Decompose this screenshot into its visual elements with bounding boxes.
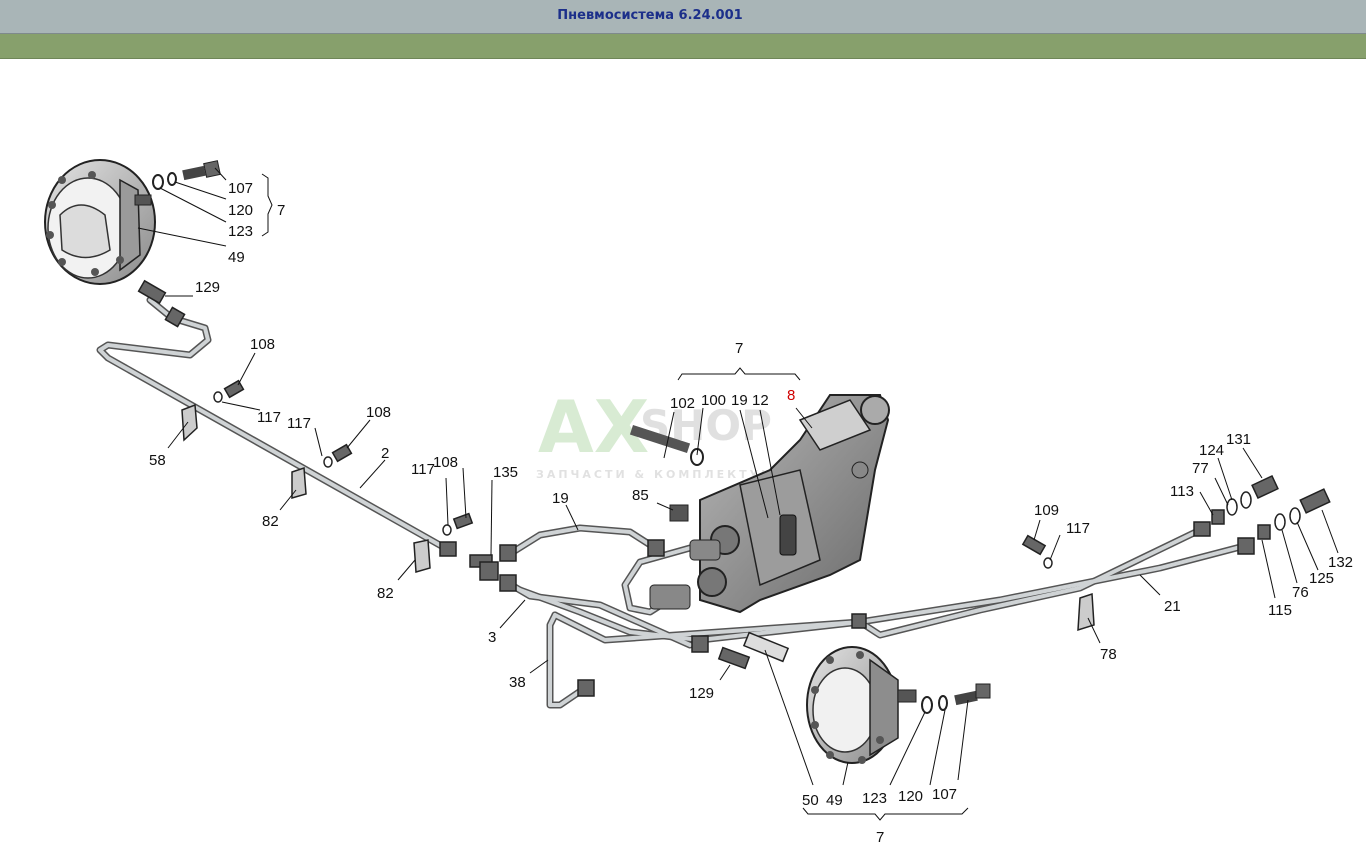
callout-82: 82 xyxy=(377,585,394,602)
diagram-canvas: AX SHOP ЗАПЧАСТИ & КОМПЛЕКТУЮЩ xyxy=(0,58,1366,861)
pipes xyxy=(96,296,1252,709)
callout-8-highlighted: 8 xyxy=(787,387,795,404)
callout-108: 108 xyxy=(433,454,458,471)
watermark-brand-letters: AX xyxy=(538,385,649,469)
callout-108: 108 xyxy=(366,404,391,421)
callout-19: 19 xyxy=(552,490,569,507)
window-title: Пневмосистема 6.24.001 xyxy=(557,8,743,23)
callout-76: 76 xyxy=(1292,584,1309,601)
callout-49: 49 xyxy=(228,249,245,266)
callout-100: 100 xyxy=(701,392,726,409)
fittings xyxy=(137,279,1331,697)
brake-valve-assembly xyxy=(629,394,890,614)
window-title-bar: Пневмосистема 6.24.001 xyxy=(0,0,1366,34)
callout-135: 135 xyxy=(493,464,518,481)
callout-115: 115 xyxy=(1268,602,1292,619)
callout-49: 49 xyxy=(826,792,843,809)
watermark-tagline: ЗАПЧАСТИ & КОМПЛЕКТУЮЩ xyxy=(536,468,795,481)
callout-58: 58 xyxy=(149,452,166,469)
callout-125: 125 xyxy=(1309,570,1334,587)
callout-131: 131 xyxy=(1226,431,1251,448)
callout-77: 77 xyxy=(1192,460,1209,477)
callout-102: 102 xyxy=(670,395,695,412)
callout-2: 2 xyxy=(381,445,389,462)
callout-123: 123 xyxy=(228,223,253,240)
callout-109: 109 xyxy=(1034,502,1059,519)
callout-129: 129 xyxy=(689,685,714,702)
callout-117: 117 xyxy=(411,461,435,478)
callout-78: 78 xyxy=(1100,646,1117,663)
pneumatic-system-diagram: AX SHOP ЗАПЧАСТИ & КОМПЛЕКТУЮЩ xyxy=(44,159,1353,846)
callout-113: 113 xyxy=(1170,483,1194,500)
bolt-washers-left xyxy=(152,160,221,190)
callout-21: 21 xyxy=(1164,598,1181,615)
callout-7: 7 xyxy=(735,340,743,357)
callout-19: 19 xyxy=(731,392,748,409)
callout-129: 129 xyxy=(195,279,220,296)
brake-chamber-left xyxy=(44,159,156,285)
callout-38: 38 xyxy=(509,674,526,691)
callout-117: 117 xyxy=(1066,520,1090,537)
callout-7: 7 xyxy=(277,202,285,219)
callout-117: 117 xyxy=(287,415,311,432)
callout-107: 107 xyxy=(932,786,957,803)
callout-123: 123 xyxy=(862,790,887,807)
toolbar-strip xyxy=(0,34,1366,59)
callout-3: 3 xyxy=(488,629,496,646)
callout-50: 50 xyxy=(802,792,819,809)
callout-120: 120 xyxy=(228,202,253,219)
callout-108: 108 xyxy=(250,336,275,353)
callout-124: 124 xyxy=(1199,442,1224,459)
watermark: AX SHOP ЗАПЧАСТИ & КОМПЛЕКТУЮЩ xyxy=(536,385,795,481)
brake-chamber-right xyxy=(806,646,991,764)
callout-85: 85 xyxy=(632,487,649,504)
callout-12: 12 xyxy=(752,392,769,409)
callout-120: 120 xyxy=(898,788,923,805)
callout-132: 132 xyxy=(1328,554,1353,571)
callout-117: 117 xyxy=(257,409,281,426)
callout-labels: 107 120 123 7 49 129 108 117 117 108 58 … xyxy=(149,180,1353,846)
callout-82: 82 xyxy=(262,513,279,530)
callout-107: 107 xyxy=(228,180,253,197)
leader-lines xyxy=(137,167,1339,821)
callout-7: 7 xyxy=(876,829,884,846)
